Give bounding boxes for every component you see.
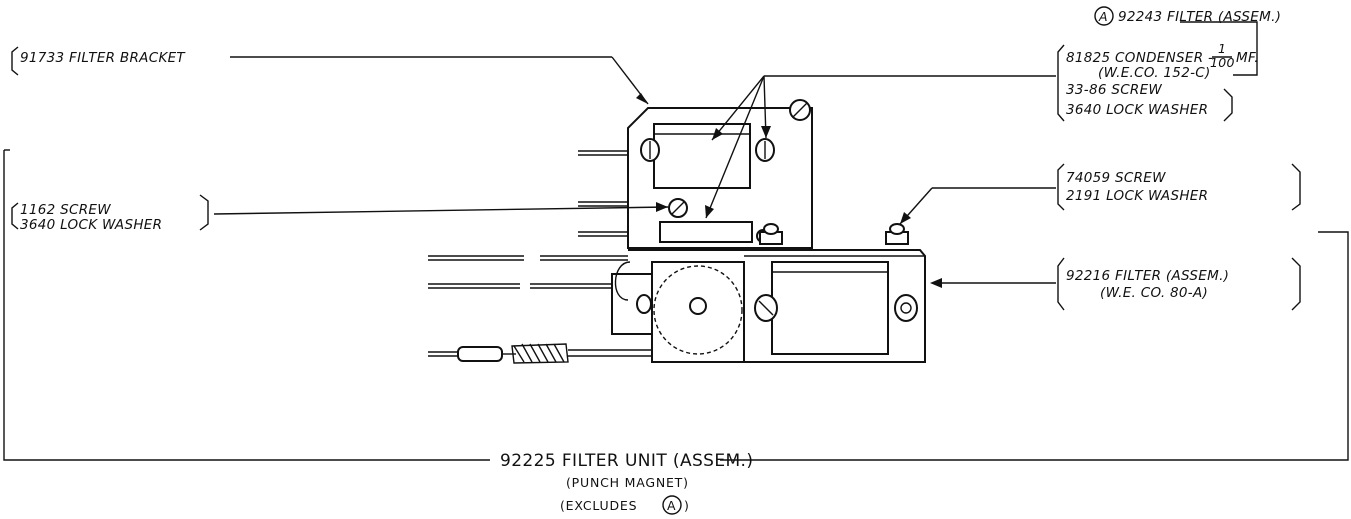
label-condenser-81825: 81825 CONDENSER - — [1066, 50, 1213, 66]
punch-magnet-coil-drawing — [611, 261, 745, 363]
label-filter-92216-we: (W.E. CO. 80-A) — [1100, 285, 1208, 301]
title-main: 92225 FILTER UNIT (ASSEM.) — [500, 451, 753, 471]
label-filter-92216: 92216 FILTER (ASSEM.) — [1066, 268, 1229, 284]
label-screw-3386: 33-86 SCREW — [1066, 82, 1162, 98]
label-filter-92243: 92243 FILTER (ASSEM.) — [1118, 9, 1281, 25]
title-block: 92225 FILTER UNIT (ASSEM.) (PUNCH MAGNET… — [500, 451, 753, 515]
title-sub-punch-magnet: (PUNCH MAGNET) — [566, 475, 689, 490]
label-condenser-fraction-num: 1 — [1218, 41, 1226, 56]
base-plate-drawing — [628, 223, 926, 363]
circle-a-marker — [1094, 6, 1114, 26]
label-screw-1162: 1162 SCREW — [20, 202, 111, 218]
label-screw-74059: 74059 SCREW — [1066, 170, 1166, 186]
condenser-drawing — [640, 99, 811, 243]
label-condenser-unit: MF. — [1236, 50, 1259, 66]
label-lock-washer-2191: 2191 LOCK WASHER — [1066, 188, 1208, 204]
leader-lines — [3, 21, 1349, 461]
title-sub-excludes: (EXCLUDES — [560, 498, 637, 513]
label-condenser-we: (W.E.CO. 152-C) — [1098, 65, 1211, 81]
label-lock-washer-3640-right: 3640 LOCK WASHER — [1066, 102, 1208, 118]
filter-bracket-drawing — [578, 107, 813, 249]
title-sub-circle-a: A — [667, 498, 676, 513]
label-filter-bracket: 91733 FILTER BRACKET — [20, 50, 186, 66]
title-sub-close: ) — [684, 498, 690, 513]
label-braces — [11, 44, 1301, 311]
label-circle-a: A — [1098, 9, 1108, 24]
filter-92216-drawing — [754, 261, 918, 355]
callout-labels: 91733 FILTER BRACKET 1162 SCREW 3640 LOC… — [20, 6, 1281, 301]
leads-drawing — [428, 255, 652, 364]
label-condenser-fraction-den: 100 — [1210, 55, 1235, 70]
title-circle-a-marker — [662, 495, 682, 515]
label-lock-washer-3640-left: 3640 LOCK WASHER — [20, 217, 162, 233]
